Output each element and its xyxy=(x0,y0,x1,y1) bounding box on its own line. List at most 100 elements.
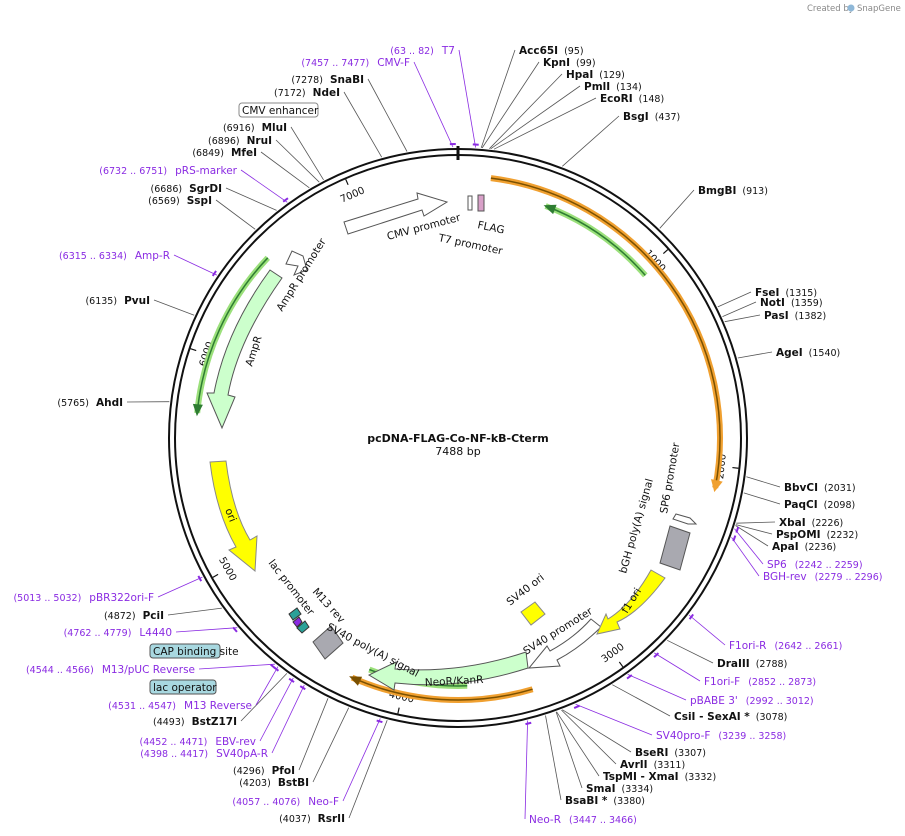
leader-line xyxy=(240,673,288,722)
primer-label: (4452 .. 4471)EBV-rev xyxy=(140,736,257,748)
enzyme-name: Acc65I xyxy=(519,45,558,57)
leader-line xyxy=(627,674,687,701)
enzyme-name: AvrII xyxy=(620,759,648,771)
enzyme-name: FseI xyxy=(755,287,779,299)
ori-arrow xyxy=(209,460,258,573)
enzyme-position: (1359) xyxy=(791,298,823,309)
neor-kanr-arrow xyxy=(367,651,529,691)
enzyme-name: MfeI xyxy=(231,147,257,159)
enzyme-position: (2236) xyxy=(805,542,837,553)
enzyme-site-label: BbvCI(2031) xyxy=(784,482,856,494)
tick-label: 7000 xyxy=(339,185,367,205)
primer-position: (63 .. 82) xyxy=(390,46,434,57)
enzyme-position: (134) xyxy=(616,82,642,93)
leader-line xyxy=(524,720,528,820)
leader-line xyxy=(612,684,671,717)
sv40-polya-block xyxy=(312,625,344,660)
boxed-labels: CMV enhancer CAP binding site lac operat… xyxy=(149,102,319,695)
enzyme-name: BseRI xyxy=(635,747,668,759)
snapgene-logo-icon xyxy=(847,4,855,12)
enzyme-name: PfoI xyxy=(272,765,295,777)
enzyme-position: (437) xyxy=(655,112,681,123)
enzyme-name: BmgBI xyxy=(698,185,736,197)
leader-line xyxy=(493,97,597,150)
primer-name: pBR322ori-F xyxy=(89,592,154,604)
primer-name: SP6 xyxy=(767,559,787,571)
primer-name: M13/pUC Reverse xyxy=(102,664,195,676)
tick-mark xyxy=(190,348,197,352)
leader-line xyxy=(688,614,726,646)
enzyme-site-label: BseRI(3307) xyxy=(635,747,706,759)
enzyme-name: SspI xyxy=(187,195,212,207)
leader-line xyxy=(260,151,310,189)
primer-name: F1ori-R xyxy=(729,640,766,652)
feature-layer xyxy=(192,175,723,703)
primer-label: BGH-rev(2279 .. 2296) xyxy=(763,571,882,583)
leader-line xyxy=(480,49,516,149)
enzyme-site-label: ApaI(2236) xyxy=(772,541,836,553)
leader-line xyxy=(717,291,752,308)
tick-mark xyxy=(397,707,400,714)
enzyme-name: EcoRI xyxy=(600,93,633,105)
enzyme-name: AhdI xyxy=(96,397,123,409)
primer-mark xyxy=(626,674,633,680)
enzyme-site-label: PspOMI(2232) xyxy=(776,529,858,541)
enzyme-site-label: KpnI(99) xyxy=(543,57,596,69)
enzyme-position: (1315) xyxy=(785,288,817,299)
enzyme-position: (3311) xyxy=(654,760,686,771)
enzyme-site-label: (5765) AhdI xyxy=(57,397,123,409)
enzyme-site-label: BsgI(437) xyxy=(623,111,680,123)
leader-line xyxy=(724,314,761,323)
enzyme-name: PmlI xyxy=(584,81,610,93)
leader-line xyxy=(413,61,454,148)
enzyme-name: DraIII xyxy=(717,658,750,670)
enzyme-position: (7172) xyxy=(274,88,309,99)
primer-name: SV40pro-F xyxy=(656,730,710,742)
enzyme-name: BbvCI xyxy=(784,482,818,494)
primer-mark xyxy=(688,613,694,620)
primer-label: (6732 .. 6751)pRS-marker xyxy=(99,165,237,177)
boxed-label-cmv-enhancer: CMV enhancer xyxy=(242,105,319,117)
inner-orf-arrowhead xyxy=(543,204,557,215)
feature-label-t7-promoter: T7 promoter xyxy=(436,232,504,258)
enzyme-name: PvuI xyxy=(124,295,150,307)
enzyme-name: RsrII xyxy=(318,813,345,825)
primer-label: (4544 .. 4566)M13/pUC Reverse xyxy=(26,664,195,676)
leader-line xyxy=(556,711,600,777)
primer-name: EBV-rev xyxy=(215,736,256,748)
enzyme-position: (4872) xyxy=(104,611,139,622)
f1-ori-arrow xyxy=(596,569,666,635)
enzyme-site-label: PasI(1382) xyxy=(764,310,826,322)
enzyme-site-label: (6896) NruI xyxy=(208,135,272,147)
primer-mark xyxy=(653,652,660,658)
leader-line xyxy=(731,537,760,577)
enzyme-name: BstBI xyxy=(278,777,309,789)
leader-line xyxy=(735,525,769,547)
leader-line xyxy=(489,73,563,149)
primer-name: T7 xyxy=(441,45,455,57)
leader-line xyxy=(255,666,279,706)
enzyme-position: (6849) xyxy=(192,148,227,159)
enzyme-position: (3078) xyxy=(756,712,788,723)
primer-position: (4762 .. 4779) xyxy=(64,628,132,639)
enzyme-site-label: (6686) SgrDI xyxy=(151,183,223,195)
cap-site-mark xyxy=(296,620,310,634)
primer-position: (6732 .. 6751) xyxy=(99,166,167,177)
enzyme-site-label: BsaBI *(3380) xyxy=(565,795,645,807)
lac-operator-mark xyxy=(288,607,302,621)
primer-label: (7457 .. 7477)CMV-F xyxy=(301,57,410,69)
enzyme-site-label: TspMI - XmaI(3332) xyxy=(603,771,716,783)
leader-line xyxy=(667,639,714,664)
primer-label: F1ori-R(2642 .. 2661) xyxy=(729,640,842,652)
primer-position: (2279 .. 2296) xyxy=(815,572,883,583)
primer-mark xyxy=(299,685,306,691)
enzyme-site-label: (7278) SnaBI xyxy=(291,74,364,86)
leader-line xyxy=(225,187,277,211)
primer-label: (4398 .. 4417)SV40pA-R xyxy=(140,748,268,760)
leader-line xyxy=(736,521,776,524)
leader-line xyxy=(167,607,222,616)
enzyme-position: (6135) xyxy=(85,296,120,307)
enzyme-site-label: (7172) NdeI xyxy=(274,87,340,99)
plasmid-name: pcDNA-FLAG-Co-NF-kB-Cterm xyxy=(367,432,549,445)
enzyme-position: (6916) xyxy=(223,123,258,134)
